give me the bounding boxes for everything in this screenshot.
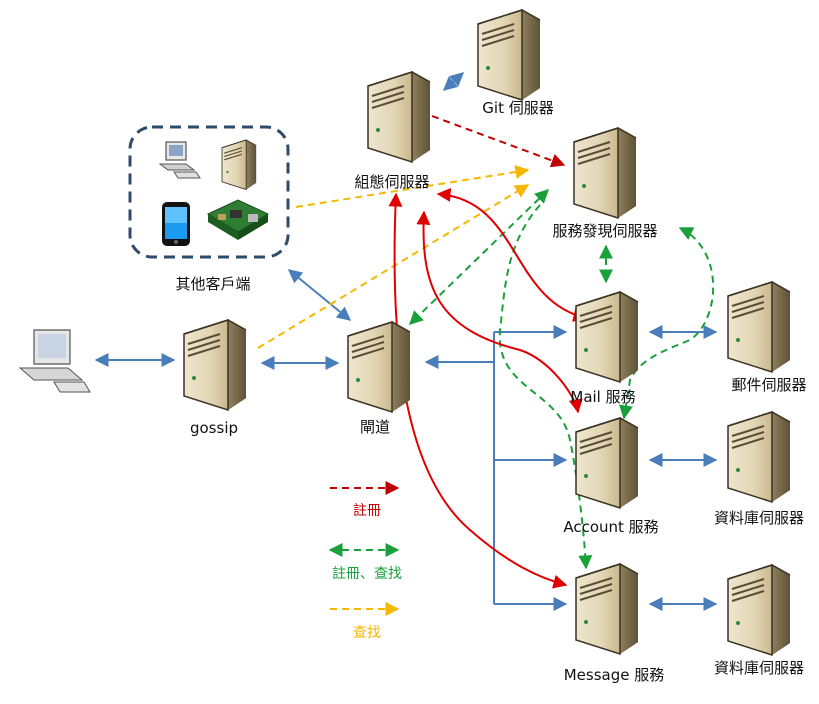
gateway-server xyxy=(347,321,411,413)
gossip-label: gossip xyxy=(189,419,239,437)
account-service-server xyxy=(575,417,639,509)
config-server-label: 組態伺服器 xyxy=(354,173,430,191)
discovery-server xyxy=(573,127,637,219)
mail-server xyxy=(727,281,791,373)
register-lookup-lines xyxy=(408,189,715,570)
account-db-server xyxy=(727,411,791,503)
account-service-label: Account 服務 xyxy=(563,518,659,536)
config-register-line xyxy=(431,115,566,168)
workstation-icon xyxy=(18,329,91,393)
mail-server-label: 郵件伺服器 xyxy=(731,376,807,394)
config-fetch-lines xyxy=(388,187,588,589)
legend-register-lookup-label: 註冊、查找 xyxy=(332,566,402,582)
gateway-label: 閘道 xyxy=(359,418,391,436)
git-server xyxy=(477,9,541,101)
git-server-label: Git 伺服器 xyxy=(482,99,554,117)
discovery-server-label: 服務發現伺服器 xyxy=(552,222,658,240)
gossip-server xyxy=(183,319,247,411)
message-db-server xyxy=(727,564,791,656)
mail-service-label: Mail 服務 xyxy=(570,388,636,406)
mail-service-server xyxy=(575,291,639,383)
message-db-label: 資料庫伺服器 xyxy=(713,659,805,677)
config-server xyxy=(367,71,431,163)
message-service-server xyxy=(575,563,639,655)
account-db-label: 資料庫伺服器 xyxy=(713,509,805,527)
lookup-lines xyxy=(257,165,530,349)
raspberry-pi-icon xyxy=(206,199,270,240)
desktop-pc-icon xyxy=(158,141,201,179)
legend-lookup-label: 查找 xyxy=(353,625,381,641)
small-server-icon xyxy=(221,139,257,191)
legend-register-label: 註冊 xyxy=(353,503,381,519)
smartphone-icon xyxy=(162,202,190,246)
message-service-label: Message 服務 xyxy=(563,666,665,684)
client-group-frame xyxy=(128,125,290,259)
other-clients-label: 其他客戶端 xyxy=(175,275,251,293)
